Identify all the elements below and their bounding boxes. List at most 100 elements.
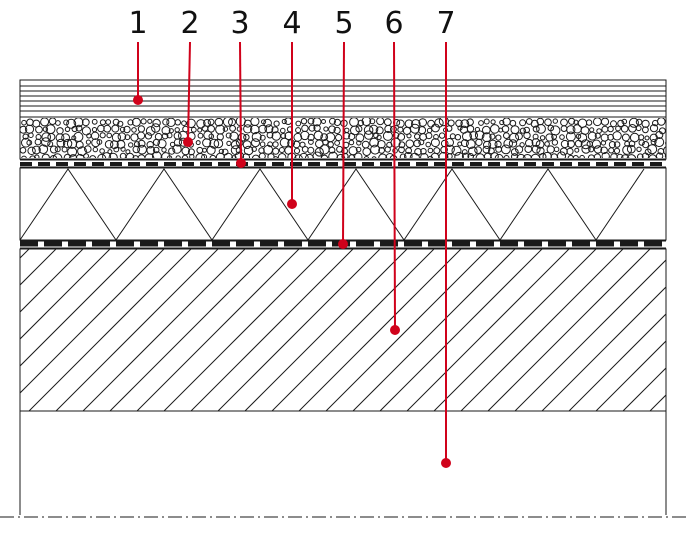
gravel-stone (312, 118, 322, 127)
gravel-stone (66, 118, 77, 129)
gravel-stone (559, 134, 565, 140)
gravel-stone (579, 154, 585, 158)
gravel-stone (166, 132, 173, 139)
hatch-line (136, 249, 300, 411)
gravel-stone (610, 120, 617, 128)
gravel-stone (201, 154, 208, 158)
gravel-stone (329, 118, 336, 125)
gravel-stone (202, 147, 207, 153)
gravel-stone (552, 118, 558, 124)
gravel-stone (585, 119, 593, 126)
gravel-stone (515, 132, 523, 141)
gravel-stone (544, 118, 552, 126)
gravel-stone (399, 153, 407, 158)
gravel-stone (152, 146, 160, 154)
gravel-stone (307, 118, 315, 125)
gravel-stone (201, 125, 209, 132)
gravel-stone (641, 119, 650, 128)
gravel-stone (356, 140, 362, 146)
gravel-stone (235, 138, 244, 147)
gravel-stone (348, 139, 355, 146)
gravel-stone (525, 138, 534, 148)
gravel-stone (145, 126, 156, 136)
gravel-stone (55, 133, 65, 143)
hatch-line (433, 249, 597, 411)
gravel-layer (19, 116, 667, 160)
hatch-line (460, 249, 624, 411)
gravel-stone (516, 153, 526, 158)
gravel-stone (161, 152, 171, 158)
callout-number-5: 5 (334, 6, 354, 41)
gravel-stone (454, 134, 462, 141)
gravel-stone (266, 131, 274, 139)
gravel-stone (449, 133, 456, 140)
gravel-stone (259, 141, 266, 147)
gravel-stone (616, 153, 624, 158)
gravel-stone (91, 127, 98, 133)
gravel-stone (320, 154, 329, 158)
gravel-stone (320, 133, 329, 142)
gravel-stone (601, 125, 609, 133)
gravel-stone (544, 141, 550, 147)
gravel-stone (515, 145, 524, 154)
gravel-stone (357, 119, 365, 127)
gravel-stone (131, 118, 141, 127)
gravel-stone (97, 153, 107, 158)
gravel-stone (103, 124, 112, 133)
gravel-stone (370, 144, 381, 155)
gravel-stone (327, 141, 334, 148)
gravel-stone (41, 153, 50, 158)
gravel-stone (49, 145, 58, 154)
gravel-stone (482, 125, 491, 135)
gravel-stone (531, 138, 541, 147)
leader-6 (393, 41, 396, 331)
gravel-stone (113, 146, 120, 153)
gravel-stone (483, 140, 492, 149)
gravel-stone (127, 119, 134, 126)
gravel-stone (425, 132, 433, 140)
hatch-line (406, 249, 570, 411)
gravel-stone (607, 125, 614, 133)
gravel-stone (131, 127, 137, 133)
gravel-stone (637, 153, 644, 158)
gravel-stone (172, 144, 182, 154)
gravel-stone (258, 124, 268, 134)
gravel-stone (425, 141, 432, 148)
gravel-stone (243, 124, 253, 134)
gravel-stone (663, 146, 666, 156)
hatch-line (28, 249, 192, 411)
hatch-line (20, 249, 30, 259)
gravel-stone (341, 147, 349, 155)
gravel-stone (620, 154, 630, 158)
gravel-stone (551, 133, 557, 140)
gravel-stone (48, 118, 57, 125)
gravel-stone (83, 153, 89, 158)
gravel-stone (509, 132, 520, 143)
gravel-stone (99, 132, 106, 139)
gravel-stone (229, 124, 237, 132)
gravel-stone (587, 131, 597, 141)
gravel-stone (294, 154, 303, 158)
gravel-stone (75, 153, 85, 158)
gravel-stone (243, 134, 250, 141)
gravel-stone (20, 125, 28, 134)
gravel-stone (532, 125, 540, 133)
gravel-stone (344, 127, 350, 134)
gravel-stone (251, 146, 257, 152)
gravel-stone (620, 125, 629, 133)
gravel-stone (315, 139, 324, 149)
gravel-stone (608, 147, 615, 154)
gravel-stone (319, 144, 330, 155)
gravel-stone (466, 125, 475, 133)
hatched-slab-layer (19, 248, 667, 412)
gravel-stone (628, 140, 636, 147)
gravel-stone (152, 138, 161, 146)
gravel-stone (61, 133, 70, 143)
gravel-stone (173, 131, 182, 140)
gravel-stone (226, 140, 232, 146)
gravel-stone (259, 134, 266, 141)
gravel-stone (279, 137, 290, 148)
gravel-stone (621, 118, 628, 125)
gravel-stone (420, 148, 427, 155)
gravel-stone (144, 153, 155, 158)
